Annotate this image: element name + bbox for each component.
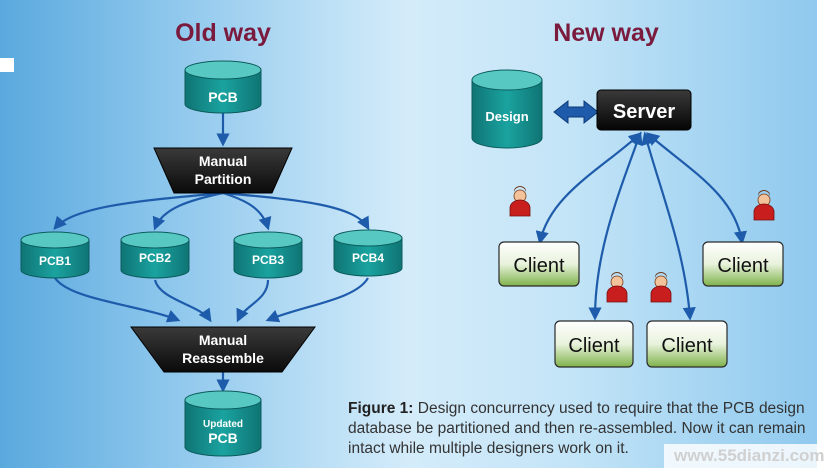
partition-label-line2: Partition [195,171,252,187]
corner-marker [0,58,14,72]
client-box: Client [646,320,728,368]
manual-reassemble-funnel: Manual Reassemble [130,326,316,373]
pcb2-label: PCB2 [139,251,171,265]
old-way-title: Old way [175,19,271,47]
updated-pcb-cylinder: Updated PCB [184,390,262,457]
old-way-arrows [53,112,370,393]
pcb3-cylinder: PCB3 [233,231,303,279]
updated-label-line2: PCB [208,430,238,446]
arrow-pcb2-to-reassemble [153,279,212,323]
new-way-arrows [535,131,747,321]
arrow-to-pcb1 [53,191,224,230]
manual-partition-funnel: Manual Partition [153,147,293,194]
figure-caption: Figure 1: Design concurrency used to req… [348,399,808,459]
new-way-title: New way [553,19,659,47]
person-icon [509,186,531,217]
reassemble-label-line1: Manual [199,332,247,348]
client-label: Client [661,335,713,357]
pcb4-cylinder: PCB4 [333,229,403,277]
pcb1-label: PCB1 [39,254,71,268]
client-label: Client [717,255,769,277]
partition-label-line1: Manual [199,153,247,169]
arrow-server-client4 [645,132,747,245]
arrow-to-pcb2 [152,191,224,231]
client-box: Client [554,320,634,368]
design-label: Design [485,109,528,124]
pcb3-label: PCB3 [252,253,284,267]
pcb-label: PCB [208,89,238,105]
person-icon [606,272,628,303]
reassemble-label-line2: Reassemble [182,350,264,366]
double-arrow-icon [553,99,599,125]
arrow-pcb1-to-reassemble [54,277,181,323]
arrow-server-client2 [588,131,643,321]
arrow-pcb3-to-reassemble [236,279,270,323]
watermark: www.55dianzi.com [664,444,825,468]
server-box: Server [596,89,692,131]
client-label: Client [568,335,620,357]
design-cylinder: Design [471,69,543,149]
arrow-pcb4-to-reassemble [265,277,369,323]
caption-label: Figure 1: [348,400,414,417]
arrow-to-pcb4 [222,191,370,231]
client-box: Client [702,241,784,287]
arrow-server-client1 [535,132,642,245]
client-box: Client [498,241,580,287]
pcb4-label: PCB4 [352,251,384,265]
pcb1-cylinder: PCB1 [20,231,90,279]
client-label: Client [513,255,565,277]
person-icon [753,190,775,221]
pcb-cylinder: PCB [184,60,262,114]
caption-text: Design concurrency used to require that … [348,400,806,457]
arrow-to-pcb3 [222,191,272,231]
pcb2-cylinder: PCB2 [120,231,190,279]
updated-label-line1: Updated [203,419,243,430]
server-label: Server [613,101,675,123]
person-icon [650,272,672,303]
